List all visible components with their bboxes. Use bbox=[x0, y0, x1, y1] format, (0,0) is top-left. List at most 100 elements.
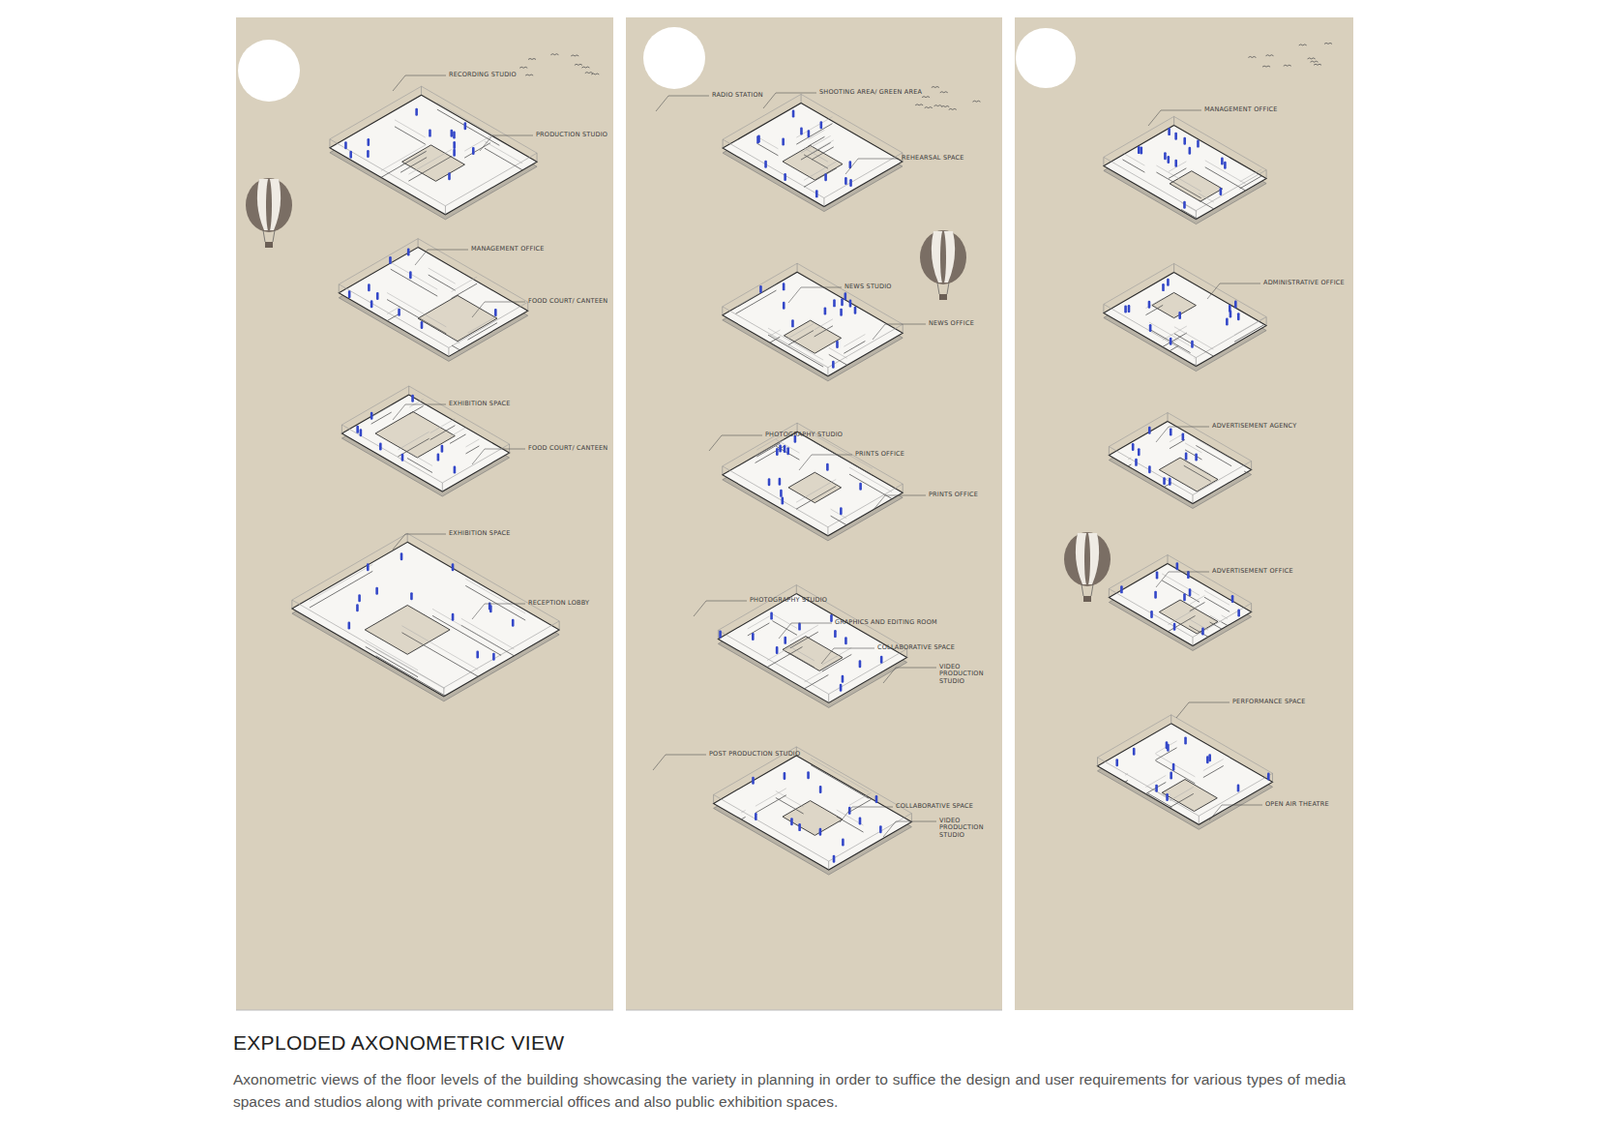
drawing-part bbox=[291, 599, 293, 609]
drawing-part bbox=[768, 327, 824, 360]
drawing-part bbox=[811, 147, 834, 160]
person-figure bbox=[472, 147, 475, 155]
drawing-part bbox=[1155, 172, 1201, 199]
drawing-part bbox=[417, 238, 419, 248]
bird bbox=[972, 100, 980, 102]
drawing-part bbox=[401, 625, 478, 671]
person-figure bbox=[441, 444, 445, 453]
person-figure bbox=[820, 120, 824, 129]
person-figure bbox=[849, 178, 853, 187]
person-figure bbox=[414, 108, 418, 117]
bird bbox=[528, 58, 536, 60]
drawing-part bbox=[836, 816, 864, 832]
drawing-part bbox=[309, 570, 373, 608]
person-figure bbox=[1172, 763, 1176, 771]
room-label: ADVERTISEMENT OFFICE bbox=[1212, 567, 1294, 575]
drawing-part bbox=[940, 230, 947, 285]
floor-plate bbox=[713, 746, 913, 875]
drawing-part bbox=[341, 385, 509, 483]
person-figure bbox=[1219, 187, 1223, 196]
drawing-part bbox=[1184, 458, 1212, 475]
drawing-part bbox=[830, 508, 848, 519]
person-figure bbox=[1176, 562, 1180, 570]
person-figure bbox=[1267, 772, 1271, 781]
room-label: PRINTS OFFICE bbox=[928, 491, 978, 499]
floor-plate bbox=[1097, 714, 1274, 830]
drawing-part bbox=[329, 94, 537, 215]
drawing-part bbox=[849, 792, 872, 805]
person-figure bbox=[839, 308, 843, 317]
drawing-part bbox=[381, 150, 427, 178]
drawing-part bbox=[430, 425, 456, 441]
drawing-part bbox=[1097, 714, 1274, 817]
leader-line bbox=[392, 404, 446, 420]
room-label: REHEARSAL SPACE bbox=[901, 154, 965, 162]
person-figure bbox=[1155, 784, 1158, 793]
person-figure bbox=[807, 129, 811, 138]
person-figure bbox=[781, 137, 785, 146]
person-figure bbox=[880, 655, 884, 664]
person-figure bbox=[453, 466, 457, 475]
person-figure bbox=[1188, 588, 1192, 596]
drawing-part bbox=[1221, 622, 1229, 626]
drawing-part bbox=[292, 533, 560, 688]
bird bbox=[550, 54, 559, 56]
drawing-part bbox=[814, 325, 833, 337]
person-figure bbox=[1154, 591, 1157, 599]
drawing-part bbox=[849, 467, 892, 492]
person-figure bbox=[1220, 156, 1224, 165]
person-figure bbox=[492, 652, 496, 661]
leader-line bbox=[472, 603, 526, 620]
person-figure bbox=[718, 630, 722, 639]
person-figure bbox=[1194, 452, 1198, 461]
drawing-part bbox=[1169, 345, 1179, 351]
person-figure bbox=[754, 812, 758, 821]
drawing-part bbox=[1103, 263, 1267, 357]
drawing-part bbox=[736, 290, 777, 314]
person-figure bbox=[1174, 159, 1178, 168]
drawing-part bbox=[1169, 786, 1194, 800]
leader-line bbox=[479, 135, 534, 151]
drawing-part bbox=[1097, 723, 1274, 826]
panel-edge bbox=[625, 1009, 1003, 1011]
person-figure bbox=[1127, 304, 1131, 313]
drawing-part bbox=[796, 123, 832, 145]
leader-line bbox=[1176, 702, 1230, 718]
person-figure bbox=[815, 189, 819, 198]
drawing-part bbox=[449, 434, 467, 445]
drawing-part bbox=[788, 330, 814, 346]
room-label: COLLABORATIVE SPACE bbox=[877, 644, 955, 652]
person-figure bbox=[819, 828, 823, 836]
drawing-part bbox=[937, 282, 940, 295]
person-figure bbox=[778, 477, 782, 486]
title: EXPLODED AXONOMETRIC VIEW bbox=[233, 1031, 564, 1055]
person-figure bbox=[768, 477, 771, 486]
panel-edge bbox=[236, 1009, 614, 1011]
drawing-part bbox=[465, 578, 526, 614]
person-figure bbox=[1234, 299, 1238, 308]
drawing-part bbox=[465, 445, 479, 454]
person-figure bbox=[1184, 736, 1187, 744]
person-figure bbox=[800, 127, 803, 136]
room-label: RECEPTION LOBBY bbox=[528, 599, 590, 607]
drawing-part bbox=[782, 636, 843, 672]
drawing-part bbox=[1169, 793, 1194, 807]
person-figure bbox=[798, 622, 801, 631]
drawing-part bbox=[1195, 357, 1197, 367]
drawing-part bbox=[722, 139, 724, 149]
room-label: ADMINISTRATIVE OFFICE bbox=[1263, 279, 1345, 287]
drawing-part bbox=[464, 136, 491, 151]
person-figure bbox=[1237, 608, 1241, 617]
drawing-part bbox=[783, 320, 841, 354]
drawing-part bbox=[722, 93, 903, 198]
drawing-part bbox=[1103, 116, 1267, 210]
drawing-part bbox=[329, 86, 537, 207]
drawing-part bbox=[796, 478, 836, 503]
drawing-part bbox=[1108, 446, 1110, 456]
drawing-part bbox=[394, 119, 426, 138]
drawing-part bbox=[1122, 152, 1145, 166]
bird bbox=[1265, 55, 1274, 57]
person-figure bbox=[791, 319, 795, 327]
drawing-part bbox=[1181, 208, 1197, 218]
drawing-part bbox=[721, 466, 723, 475]
